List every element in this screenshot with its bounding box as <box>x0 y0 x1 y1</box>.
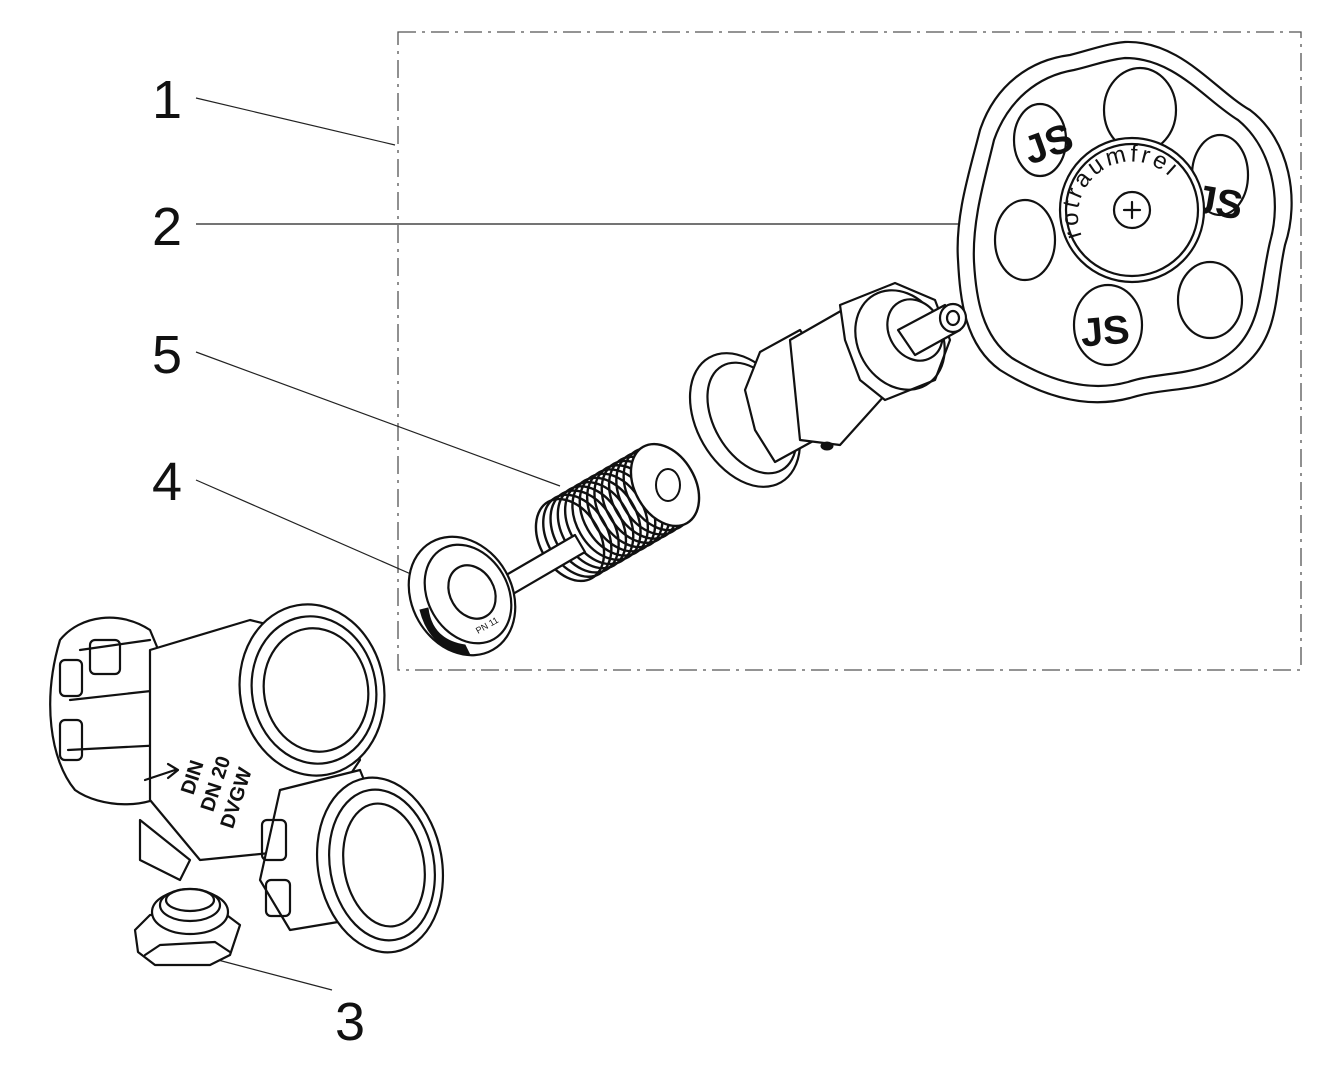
leader-5 <box>195 351 561 487</box>
callout-3: 3 <box>335 992 365 1052</box>
leader-4 <box>195 479 421 579</box>
callout-5: 5 <box>152 325 182 385</box>
leader-1 <box>195 97 396 146</box>
handwheel: JS JS JS rotraumfrei <box>956 40 1293 404</box>
callout-4: 4 <box>152 452 182 512</box>
assembly-group-frame <box>397 31 1302 671</box>
drain-plug <box>133 887 242 967</box>
valve-body: DIN DN 20 DVGW <box>49 603 445 954</box>
callout-1: 1 <box>152 70 182 130</box>
leader-3 <box>217 959 333 991</box>
logo-js-3: JS <box>1079 308 1132 356</box>
spring <box>534 442 701 583</box>
callout-numbers: 1 2 5 4 3 <box>152 70 365 1052</box>
flow-arrow <box>143 762 180 782</box>
bonnet-upper-part <box>688 281 968 488</box>
callout-2: 2 <box>152 197 182 257</box>
leader-lines <box>195 97 960 991</box>
spring-end-opening <box>655 468 681 502</box>
top-socket-inner <box>262 627 370 753</box>
valve-disc: PN 11 <box>407 533 587 657</box>
